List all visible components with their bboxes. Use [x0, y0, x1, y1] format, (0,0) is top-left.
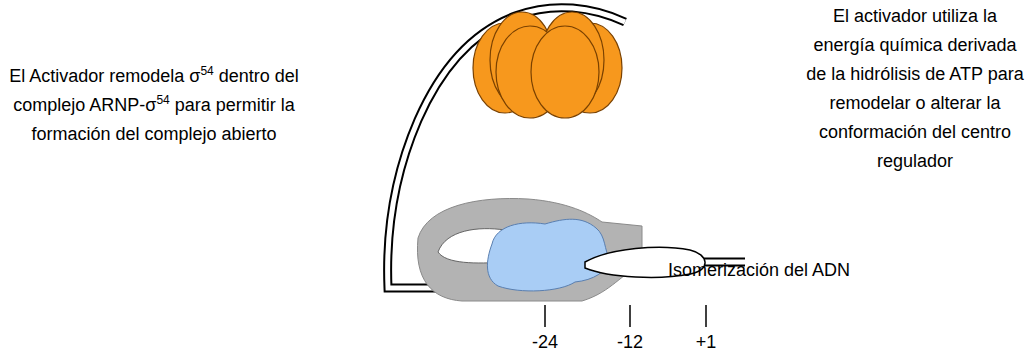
position-number: +1: [681, 328, 731, 357]
position-number: -24: [520, 328, 570, 357]
position-number: -12: [605, 328, 655, 357]
activator-hexamer: [473, 12, 622, 118]
isomerization-label: Isomerización del ADN: [668, 256, 850, 285]
sigma54-shape: [487, 219, 610, 291]
rnap-shape: [417, 198, 642, 301]
position-ticks: [545, 305, 706, 327]
activator-note: El Activador remodela σ54 dentro del com…: [8, 62, 300, 149]
atp-note: El activador utiliza la energía química …: [804, 2, 1026, 176]
